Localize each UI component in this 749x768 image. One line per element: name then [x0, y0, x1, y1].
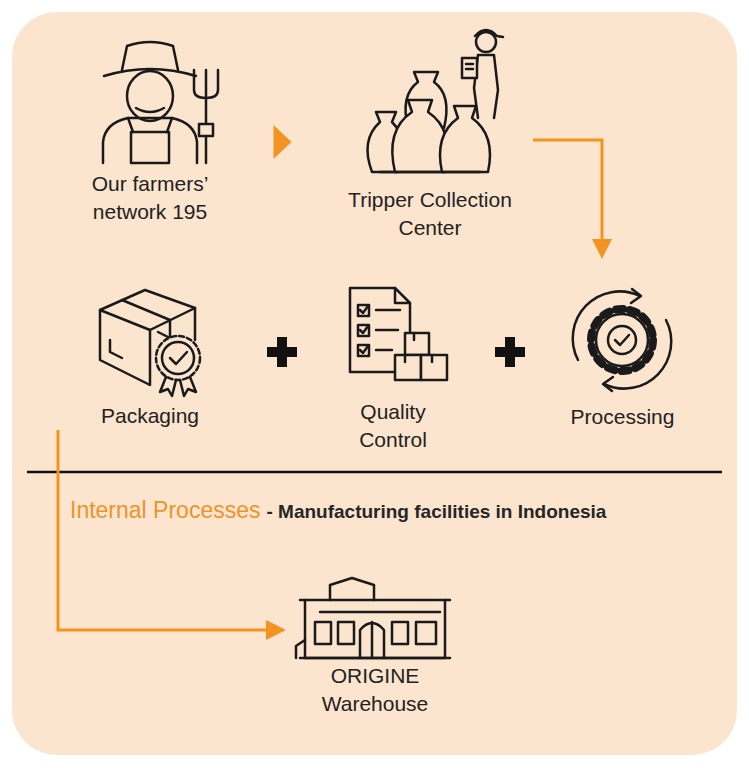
node-label: Quality Control	[325, 398, 461, 454]
packaging-node: Packaging	[45, 280, 255, 430]
section-title: Internal Processes	[70, 497, 260, 524]
warehouse-building-icon	[320, 611, 440, 614]
processing-node: Processing	[557, 255, 688, 431]
warehouse-node: ORIGINE Warehouse	[282, 570, 468, 718]
gear-process-icon	[603, 377, 613, 391]
flow-arrow	[533, 140, 602, 255]
package-box-icon	[122, 300, 170, 338]
warehouse-building-icon	[416, 622, 436, 644]
checklist-icon	[405, 333, 432, 362]
warehouse-building-icon	[296, 640, 305, 658]
package-box-icon	[160, 377, 196, 396]
warehouse-building-icon	[315, 622, 331, 644]
package-box-icon	[194, 308, 197, 340]
gear-process-icon	[615, 335, 629, 345]
checklist-icon	[395, 355, 421, 380]
farmer-icon	[131, 132, 169, 163]
node-label: ORIGINE Warehouse	[282, 662, 468, 718]
panel-background	[12, 12, 737, 755]
checklist-icon	[360, 306, 368, 353]
sacks-and-worker-icon	[440, 106, 490, 172]
farmer-icon	[103, 118, 197, 163]
warehouse-building-icon	[296, 578, 450, 658]
collection-center-node: Tripper Collection Center	[327, 18, 533, 242]
checklist-icon	[405, 333, 429, 355]
farmers-node: Our farmers’ network 195	[62, 42, 238, 226]
farmer-icon	[127, 71, 173, 121]
sacks-and-worker-icon	[462, 58, 477, 78]
section-heading: Internal Processes - Manufacturing facili…	[70, 497, 606, 524]
sacks-and-worker-icon	[475, 30, 503, 37]
gear-process-icon	[596, 314, 648, 366]
warehouse-building-icon	[330, 578, 374, 600]
package-box-icon	[100, 290, 200, 396]
warehouse-building-icon	[392, 622, 408, 644]
farmer-icon	[205, 70, 208, 163]
node-label: Our farmers’ network 195	[62, 170, 238, 226]
warehouse-building-icon	[338, 622, 354, 644]
checklist-icon	[376, 310, 400, 350]
plus-sign	[277, 337, 287, 367]
node-label: Packaging	[45, 402, 255, 430]
section-subtitle: - Manufacturing facilities in Indonesia	[266, 501, 606, 523]
gear-process-icon	[573, 289, 672, 391]
sacks-and-worker-icon	[380, 171, 480, 174]
sacks-and-worker-icon	[476, 32, 496, 52]
farmer-icon	[122, 42, 178, 70]
warehouse-building-icon	[300, 657, 450, 660]
farmer-icon	[194, 70, 218, 98]
package-box-icon	[100, 310, 150, 385]
farmer-icon	[199, 124, 213, 136]
gear-process-icon	[631, 289, 641, 303]
checklist-icon	[350, 288, 447, 380]
sacks-and-worker-icon	[466, 64, 473, 69]
warehouse-building-icon	[371, 622, 374, 658]
separator-line	[27, 471, 722, 474]
package-box-icon	[156, 336, 200, 380]
flow-arrow	[58, 430, 282, 630]
node-label: Tripper Collection Center	[327, 186, 533, 242]
node-label: Processing	[557, 403, 688, 431]
gear-process-icon	[608, 326, 636, 354]
farmer-icon	[103, 42, 218, 163]
flow-arrow	[274, 125, 292, 159]
package-box-icon	[170, 352, 187, 364]
farmer-icon	[128, 118, 172, 132]
quality-control-node: Quality Control	[325, 280, 461, 454]
farmer-icon	[136, 108, 164, 112]
warehouse-building-icon	[360, 623, 384, 658]
sacks-and-worker-icon	[368, 30, 504, 172]
checklist-icon	[421, 355, 447, 380]
gear-process-icon	[591, 309, 653, 371]
warehouse-building-icon	[305, 600, 445, 658]
package-box-icon	[110, 340, 122, 358]
plus-sign	[505, 337, 515, 367]
illustration	[100, 30, 671, 658]
package-box-icon	[162, 342, 194, 374]
checklist-icon	[395, 288, 410, 303]
plus-sign	[267, 337, 525, 367]
